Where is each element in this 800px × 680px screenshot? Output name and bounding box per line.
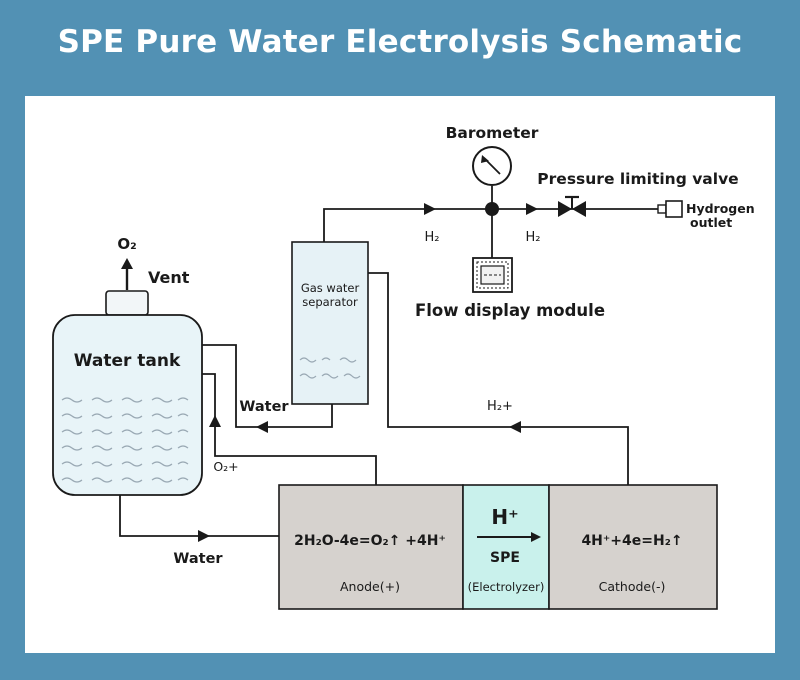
h2-left-label: H₂: [425, 230, 440, 245]
vent-label: Vent: [148, 268, 190, 287]
hydrogen-outlet: Hydrogen outlet: [657, 200, 755, 230]
arrow-water-return-icon: [256, 421, 268, 433]
vent-arrow-icon: [121, 258, 133, 269]
flow-display-label: Flow display module: [415, 301, 605, 320]
hydrogen-outlet-label-line1: Hydrogen: [686, 201, 755, 216]
hydrogen-outlet-label-line2: outlet: [690, 215, 732, 230]
anode-equation: 2H₂O-4e=O₂↑ +4H⁺: [294, 533, 446, 549]
arrow-o2-up-icon: [209, 415, 221, 427]
flow-display-module: Flow display module: [415, 257, 605, 320]
water-return-label: Water: [239, 399, 289, 415]
arrow-h2plus-icon: [509, 421, 521, 433]
cathode-equation: 4H⁺+4e=H₂↑: [581, 533, 682, 549]
vent: O₂ Vent: [117, 235, 190, 290]
separator-label-line1: Gas water: [301, 281, 360, 295]
arrow-water-feed-icon: [198, 530, 210, 542]
spe-label: SPE: [490, 550, 520, 566]
o2-vent-label: O₂: [117, 235, 136, 253]
electrolyzer-label: (Electrolyzer): [468, 580, 545, 594]
cathode-chamber: [548, 484, 718, 610]
valve-left-icon: [558, 201, 572, 217]
h-plus-label: H⁺: [491, 505, 518, 529]
anode-chamber: [278, 484, 464, 610]
gas-water-separator: Gas water separator: [291, 241, 369, 405]
barometer-label: Barometer: [446, 124, 539, 142]
h2-plus-label: H₂+: [487, 399, 513, 414]
arrow-h2-left-icon: [424, 203, 436, 215]
outlet-icon: [665, 200, 683, 218]
pressure-limiting-valve: Pressure limiting valve: [537, 170, 739, 217]
electrolyzer-cell: 2H₂O-4e=O₂↑ +4H⁺ Anode(+) H⁺ SPE (Electr…: [278, 484, 718, 610]
junction-node: [485, 202, 499, 216]
water-feed-label: Water: [173, 551, 223, 567]
pipes: [119, 186, 658, 537]
water-tank: Water tank: [52, 290, 203, 496]
separator-water-waves: [299, 357, 361, 379]
tank-water-waves: [61, 397, 189, 483]
valve-label: Pressure limiting valve: [537, 170, 738, 188]
water-tank-label: Water tank: [74, 351, 181, 371]
tank-cap: [105, 290, 149, 316]
h2-right-label: H₂: [526, 230, 541, 245]
valve-right-icon: [572, 201, 586, 217]
arrow-h2-right-icon: [526, 203, 538, 215]
tank-body: [52, 314, 203, 496]
proton-arrow-icon: [531, 532, 541, 542]
separator-label-line2: separator: [302, 295, 358, 309]
cathode-label: Cathode(-): [599, 579, 666, 594]
barometer-needle-icon: [481, 155, 489, 163]
spe-membrane: [462, 484, 550, 610]
flow-arrows: [198, 203, 538, 542]
o2-plus-label: O₂+: [213, 459, 238, 474]
separator-body: [291, 241, 369, 405]
diagram-title: SPE Pure Water Electrolysis Schematic: [57, 24, 743, 60]
anode-label: Anode(+): [340, 579, 400, 594]
barometer: Barometer: [446, 124, 539, 186]
